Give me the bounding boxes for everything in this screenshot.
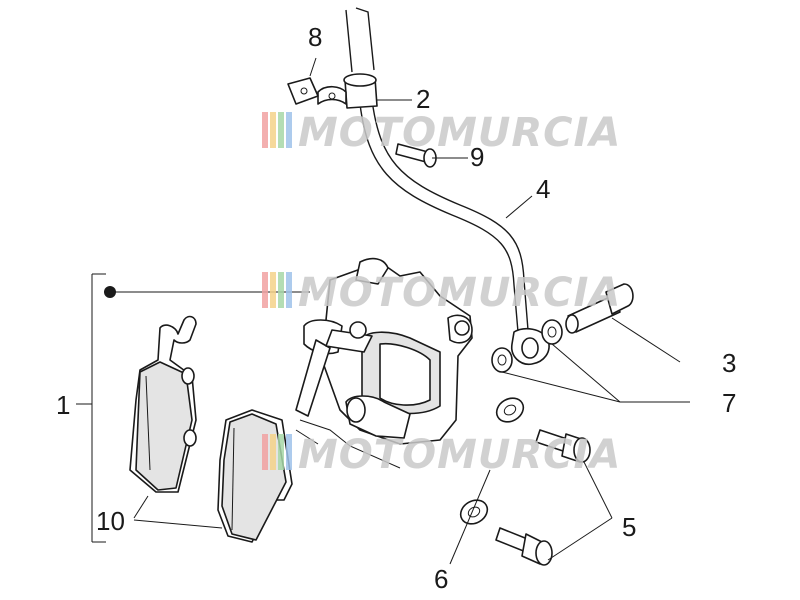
- part-labels: 1 2 3 4 5 6 7 8 9 10: [56, 22, 736, 594]
- copper-washers: [491, 319, 563, 373]
- watermark-stripe: [278, 272, 284, 308]
- watermark-stripe: [286, 112, 292, 148]
- banjo-bolt: [565, 283, 634, 334]
- caliper-bolt-upper: [535, 429, 591, 463]
- caliper-washer-lower: [459, 499, 489, 525]
- watermark-stripe: [278, 434, 284, 470]
- label-7: 7: [722, 388, 736, 418]
- label-2: 2: [416, 84, 430, 114]
- watermark-stripe: [270, 112, 276, 148]
- caliper-bolt-lower: [495, 527, 553, 566]
- label-8: 8: [308, 22, 322, 52]
- label-6: 6: [434, 564, 448, 594]
- watermark-stripe: [286, 434, 292, 470]
- clamp-screw: [395, 143, 437, 168]
- brake-hose: [345, 7, 529, 333]
- leader-lines: [76, 57, 690, 565]
- brake-caliper: [295, 257, 473, 469]
- banjo-fitting: [510, 327, 550, 366]
- watermark-stripe: [262, 272, 268, 308]
- watermark-bottom: MOTOMURCIA: [262, 432, 621, 478]
- watermark-middle: MOTOMURCIA: [262, 270, 621, 316]
- brake-pad-left: [129, 315, 197, 493]
- watermark-stripe: [270, 434, 276, 470]
- label-5: 5: [622, 512, 636, 542]
- caliper-washer-upper: [495, 397, 525, 423]
- label-9: 9: [470, 142, 484, 172]
- label-4: 4: [536, 174, 550, 204]
- watermark-text: MOTOMURCIA: [298, 110, 621, 156]
- watermark-stripe: [278, 112, 284, 148]
- label-1: 1: [56, 390, 70, 420]
- watermark-text: MOTOMURCIA: [298, 432, 621, 478]
- brake-pad-right: [217, 409, 293, 543]
- watermark-top: MOTOMURCIA: [262, 110, 621, 156]
- assembly-bullet: [104, 286, 116, 298]
- watermark-text: MOTOMURCIA: [298, 270, 621, 316]
- label-3: 3: [722, 348, 736, 378]
- watermark-stripe: [286, 272, 292, 308]
- watermark-stripe: [262, 434, 268, 470]
- watermark-stripe: [262, 112, 268, 148]
- label-10: 10: [96, 506, 125, 536]
- clamp-nut: [287, 77, 319, 105]
- hose-clamp: [317, 73, 378, 109]
- watermark-stripe: [270, 272, 276, 308]
